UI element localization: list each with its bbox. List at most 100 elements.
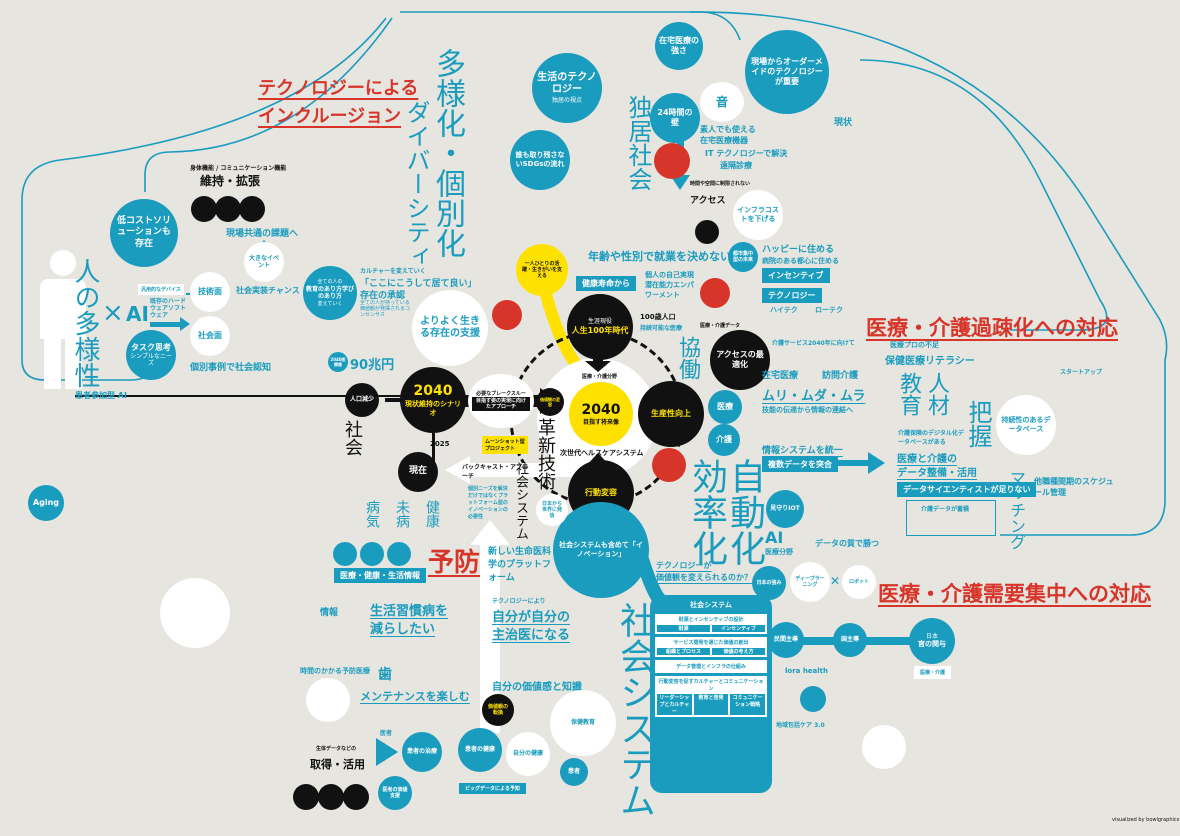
black-dot	[239, 196, 265, 222]
label-shujii-2: 主治医になる	[492, 628, 571, 643]
node-now: 現在	[398, 452, 438, 492]
label-genjo: 現状	[834, 118, 853, 128]
label-chance: 社会実装チャンス	[236, 286, 300, 295]
label-tayoka: 多様化・個別化	[430, 48, 465, 258]
black-dot	[191, 196, 217, 222]
label-shujii-top: テクノロジーにより	[492, 598, 546, 605]
seikatsu-title: 生活のテクノロジー	[537, 71, 597, 96]
label-access-sub: 時間や空間に制限されない	[690, 181, 751, 187]
node-goal: 2040 目指す将来像	[569, 382, 633, 446]
label-schedule: 他職種間期のスケジュール管理	[1034, 477, 1114, 497]
goal-label: 目指す将来像	[582, 419, 619, 426]
label-jidoka: 自動化	[724, 458, 765, 566]
label-mmm: ムリ・ムダ・ムラ	[762, 389, 866, 404]
label-device: 汎用的なデバイス	[138, 284, 184, 295]
node-right: 生産性向上	[638, 381, 704, 447]
node-strength: 日本の強み	[752, 566, 786, 600]
node-breakthrough: 必要なブレークスルー 目指す姿の実現に向けたアプローチ	[468, 374, 534, 428]
label-chishiki: 自分の価値感と知識	[492, 682, 582, 693]
triangle-isha	[376, 738, 398, 766]
label-yobo-iryo: 時間のかかる予防医療	[300, 667, 370, 675]
label-jinzai: 人材	[924, 372, 949, 416]
label-moonshot: ムーンショット型プロジェクト	[482, 436, 528, 454]
kaigo-data-box: 介護データが蓄積	[906, 500, 996, 536]
label-maintenance: メンテナンスを楽しむ	[360, 690, 470, 703]
label-shirouto: 素人でも使える在宅医療機器	[700, 125, 756, 145]
node-task: タスク思考 シンプルなニーズ	[126, 330, 176, 380]
black-dot	[215, 196, 241, 222]
label-access: アクセス	[690, 196, 726, 206]
system-row: 行動変容を促すカルチャーとコミュニケーション リーダーシップとカルチャー教育と啓…	[655, 676, 767, 717]
node-top: 生涯現役 人生100年時代	[567, 294, 633, 360]
label-nenrei: 年齢や性別で就業を決めない	[588, 250, 731, 263]
heading-inclusion-2: インクルージョン	[258, 106, 402, 127]
label-technology: テクノロジー	[762, 288, 822, 303]
node-kenko: 患者の健康	[458, 728, 502, 772]
task-title: タスク思考	[131, 342, 171, 352]
chip: 価値の考え方	[712, 648, 765, 655]
chip: 財源	[657, 625, 710, 632]
label-homon: 訪問介護	[822, 371, 859, 381]
label-right-ai: AI	[765, 528, 784, 547]
node-toshi: 都市集中型の未来	[728, 242, 758, 272]
node-deep: ディープラーニング	[790, 562, 830, 602]
label-genba: 現場共通の課題へ	[226, 229, 299, 239]
label-shonin-2: 存在の承認	[360, 291, 406, 301]
red-dot	[652, 448, 686, 482]
label-seikatsu-2: 減らしたい	[370, 622, 436, 637]
label-culture: カルチャーを変えていく	[360, 268, 426, 275]
label-chiiki: 地域包括ケア 3.0	[776, 722, 825, 729]
scenario-label: 現状維持のシナリオ	[405, 400, 461, 417]
label-backcast: バックキャスト・アプローチ	[462, 464, 529, 480]
node-kan: 日本 官の関与	[909, 618, 955, 664]
node-jibun: 自分の健康	[506, 732, 550, 776]
node-robot: ロボット	[842, 565, 876, 599]
system-row: サービス開発を通じた価値の創出 組織とプロセス価値の考え方	[655, 637, 767, 657]
label-kenko-hoken: 健康寿命から	[576, 276, 636, 291]
label-mibyo: 未病	[394, 500, 410, 528]
node-seikatsu: 生活のテクノロジー 独居の視点	[532, 53, 602, 123]
label-sustainable: 持続可能な医療	[640, 325, 683, 332]
label-shakai-system-big: 社会システム	[614, 602, 655, 818]
label-kakushin: 革新技術	[535, 418, 556, 490]
red-dot	[654, 143, 690, 179]
label-shakai: 社会	[342, 420, 363, 456]
times-icon: ✕	[830, 574, 841, 588]
label-data: 医療・介護データ	[700, 323, 741, 329]
label-shutoku: 取得・活用	[310, 758, 365, 771]
label-kaigo-data: 介護データが蓄積	[921, 506, 970, 513]
label-bigdata: ビッグデータによる予知	[459, 783, 526, 794]
label-hundred: 100歳人口	[640, 313, 676, 321]
label-system: 次世代ヘルスケアシステム	[560, 449, 644, 457]
label-center-top: 医療・介護分野	[582, 374, 618, 380]
label-lora: lora health	[785, 667, 829, 675]
label-shujii-1: 自分が自分の	[492, 610, 571, 625]
node-japan: 日本から世界に発信	[536, 494, 568, 526]
teal-dot	[387, 542, 411, 566]
black-dot	[318, 784, 344, 810]
teal-dot	[800, 686, 826, 712]
label-iji: 維持・拡張	[200, 174, 261, 188]
node-population: 人口減少	[345, 383, 379, 417]
label-link: 技能の伝達から情報の連結へ	[762, 406, 853, 414]
label-system-unify: 情報システムを統一	[762, 446, 843, 456]
node-chiryo: 患者の治療	[402, 732, 442, 772]
system-row-label: 行動変容を促すカルチャーとコミュニケーション	[658, 679, 764, 692]
label-question-1: テクノロジーが	[656, 561, 712, 570]
node-database: 持続性のあるデータベース	[996, 395, 1056, 455]
node-hoken: 保健教育	[550, 690, 616, 756]
label-shutoku-sub: 生体データなどの	[316, 746, 357, 752]
white-node	[306, 678, 350, 722]
badge-cost-label: 2040医療費	[328, 352, 348, 372]
node-minkan: 民間主導	[768, 622, 804, 658]
label-kenko: 健康	[424, 500, 440, 528]
chip: インセンティブ	[712, 625, 765, 632]
top-title: 人生100年時代	[571, 325, 629, 335]
heading-kaso: 医療・介護過疎化への対応	[866, 316, 1118, 340]
label-quality: データの質で勝つ	[815, 539, 879, 548]
black-dot	[695, 220, 719, 244]
node-yoriyoku: よりよく生きる存在の支援	[412, 290, 488, 366]
node-iot: 見守りIOT	[766, 490, 804, 528]
label-question-2: 価値観を変えられるのか？	[656, 573, 752, 582]
education-title: 教育のあり方学びのあり方	[305, 285, 354, 301]
